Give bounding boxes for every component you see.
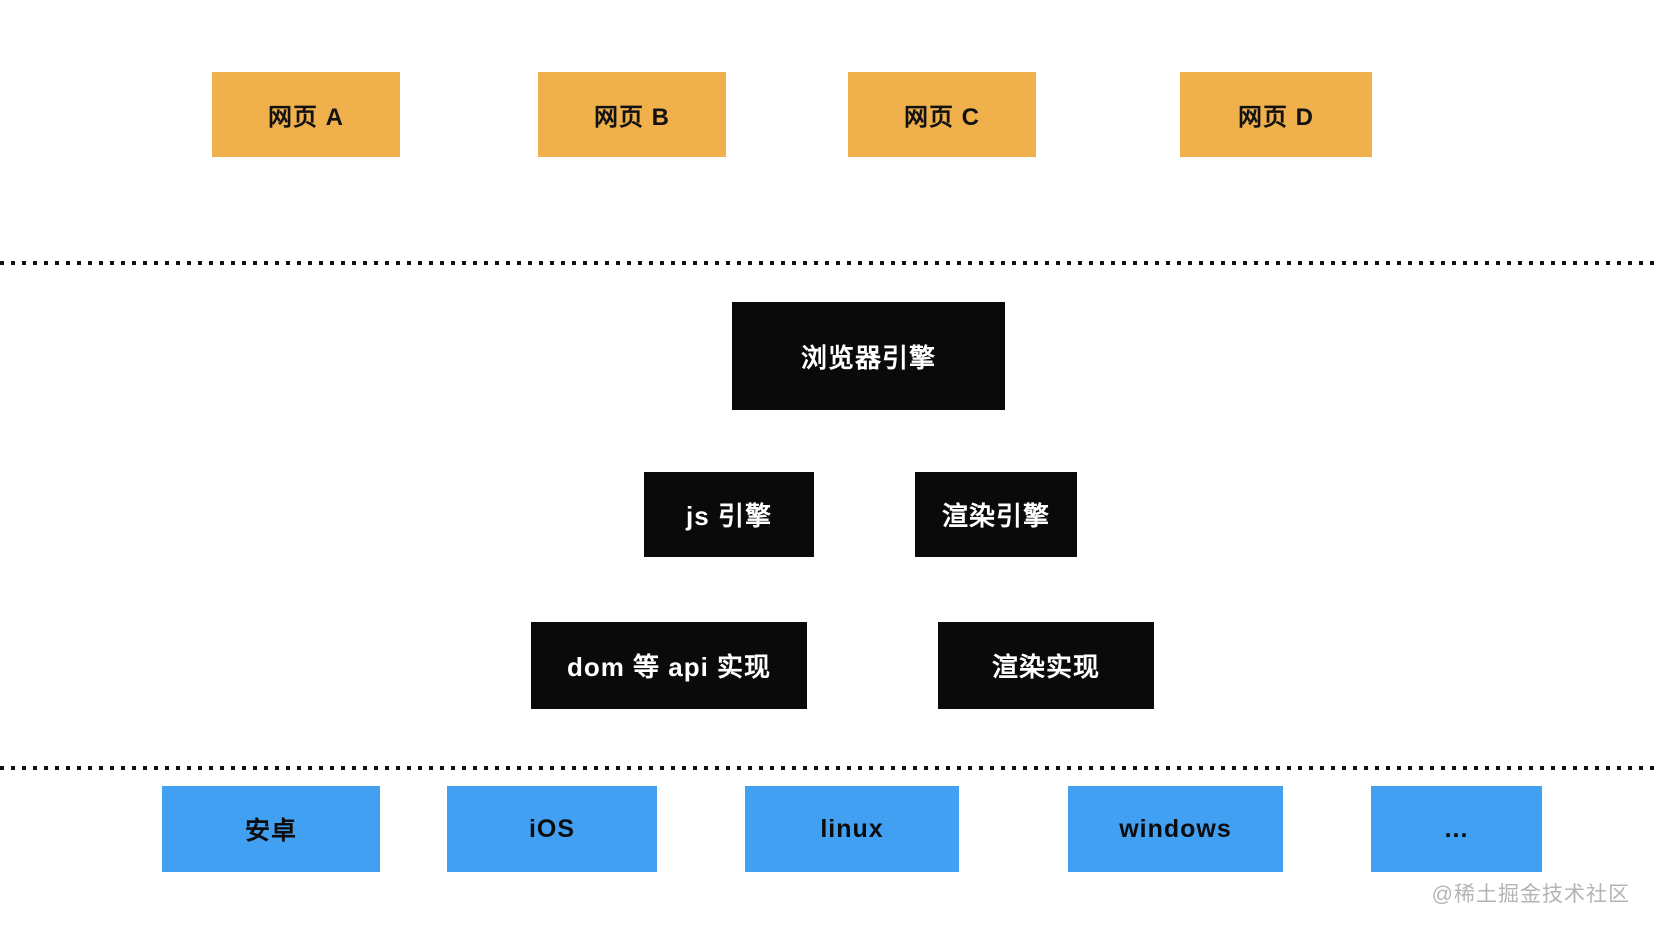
- platform-others-box: ...: [1371, 786, 1542, 872]
- webpage-c-box: 网页 C: [848, 72, 1036, 157]
- webpage-d-box: 网页 D: [1180, 72, 1372, 157]
- render-engine-box: 渲染引擎: [915, 472, 1077, 557]
- platform-ios-box: iOS: [447, 786, 657, 872]
- webpage-b-box: 网页 B: [538, 72, 726, 157]
- platform-linux-box: linux: [745, 786, 959, 872]
- watermark-text: @稀土掘金技术社区: [1431, 883, 1630, 906]
- render-implementation-box: 渲染实现: [938, 622, 1154, 709]
- divider-bottom: [0, 766, 1656, 770]
- browser-engine-box: 浏览器引擎: [732, 302, 1005, 410]
- platform-android-box: 安卓: [162, 786, 380, 872]
- js-engine-box: js 引擎: [644, 472, 814, 557]
- webpage-a-box: 网页 A: [212, 72, 400, 157]
- divider-top: [0, 261, 1656, 265]
- platform-windows-box: windows: [1068, 786, 1283, 872]
- dom-api-implementation-box: dom 等 api 实现: [531, 622, 807, 709]
